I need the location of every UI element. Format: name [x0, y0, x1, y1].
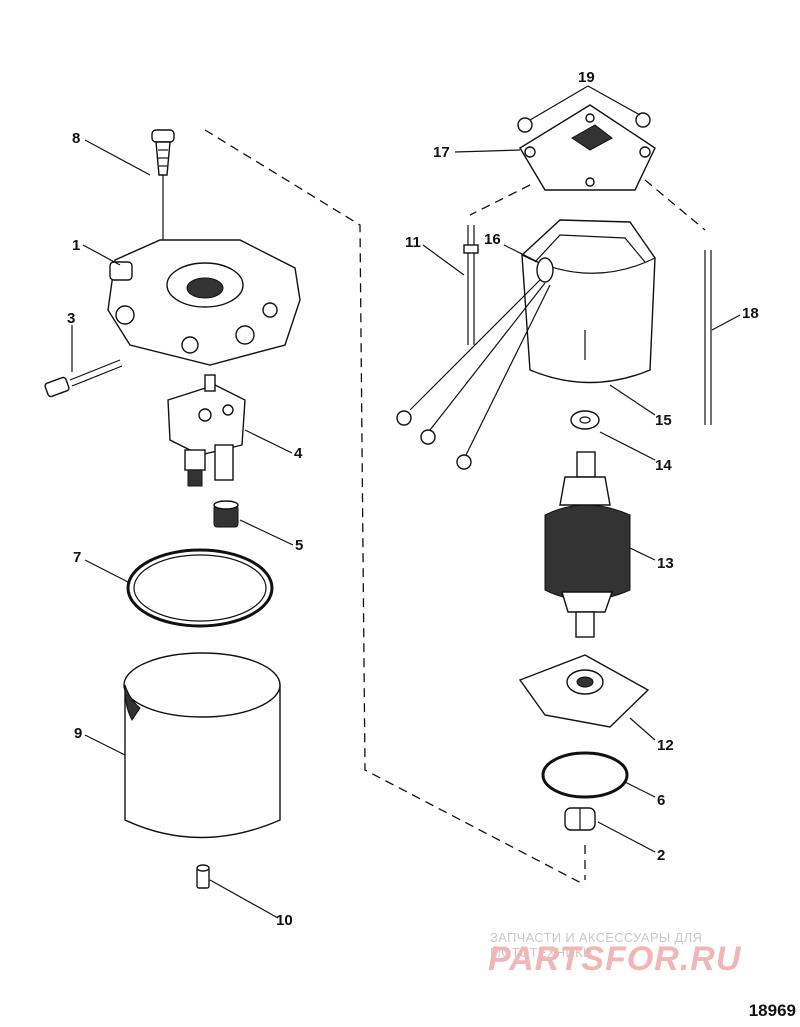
- watermark-logo: PARTSFOR.RU: [488, 940, 742, 978]
- callout-19: 19: [578, 69, 595, 86]
- callout-16: 16: [484, 231, 501, 248]
- part-10-screw: [196, 864, 210, 889]
- callout-1: 1: [72, 237, 80, 254]
- callout-13: 13: [657, 555, 674, 572]
- part-17-end-cap: [519, 104, 656, 191]
- callout-5: 5: [295, 537, 303, 554]
- part-14-washer: [570, 410, 600, 430]
- callout-7: 7: [73, 549, 81, 566]
- callout-12: 12: [657, 737, 674, 754]
- part-18-through-bolt: [704, 250, 712, 425]
- reference-number: 18969: [748, 1001, 796, 1020]
- callout-10: 10: [276, 912, 293, 929]
- alignment-line-top: [469, 184, 531, 216]
- callout-3: 3: [67, 310, 75, 327]
- part-5-fitting: [213, 500, 239, 528]
- callout-11: 11: [405, 234, 421, 251]
- part-12-end-plate: [518, 654, 650, 728]
- watermark-caption: ЗАПЧАСТИ И АКСЕССУАРЫ ДЛЯ МОТОТЕХНИКИ: [490, 930, 703, 960]
- callout-14: 14: [655, 457, 672, 474]
- part-16-grommet-wires: [396, 257, 554, 470]
- part-7-o-ring: [126, 548, 274, 628]
- part-2-coupler: [564, 807, 596, 831]
- part-4-valve-block: [167, 374, 246, 487]
- callout-6: 6: [657, 792, 665, 809]
- callout-18: 18: [742, 305, 759, 322]
- part-13-armature: [544, 451, 631, 638]
- part-9-reservoir: [123, 652, 281, 839]
- part-19-nuts: [517, 112, 651, 133]
- callout-15: 15: [655, 412, 672, 429]
- part-1-pump-body: [107, 239, 301, 366]
- callout-17: 17: [433, 144, 450, 161]
- callout-9: 9: [74, 725, 82, 742]
- alignment-line-left: [204, 129, 586, 886]
- part-11-through-bolt: [463, 225, 479, 345]
- leader-lines: [71, 85, 741, 919]
- callout-8: 8: [72, 130, 80, 147]
- part-3-bolt: [44, 359, 123, 398]
- part-6-o-ring: [541, 751, 629, 799]
- alignment-line-right: [644, 179, 706, 231]
- part-8-screw: [151, 129, 175, 245]
- callout-2: 2: [657, 847, 665, 864]
- callout-4: 4: [294, 445, 303, 462]
